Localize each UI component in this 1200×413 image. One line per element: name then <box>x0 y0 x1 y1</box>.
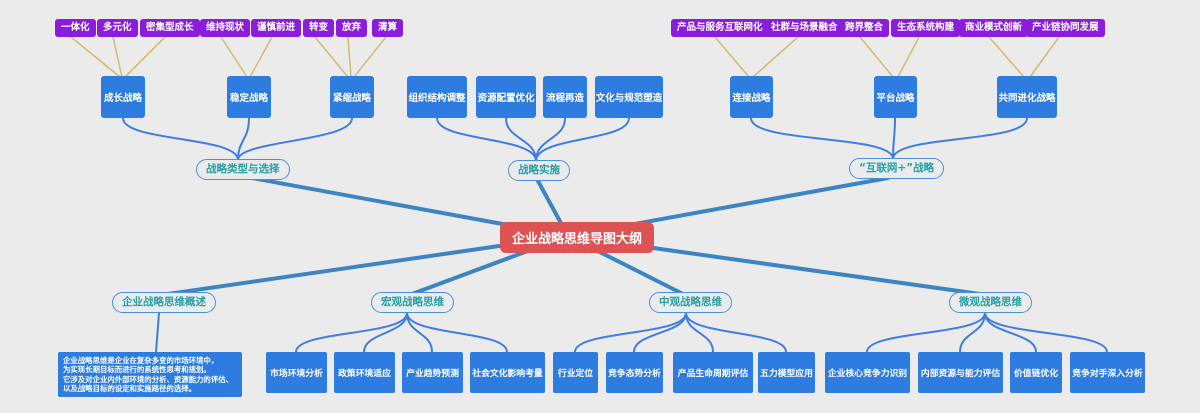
node-growth-strategy[interactable]: 成长战略 <box>101 76 145 118</box>
branch-overview[interactable]: 企业战略思维概述 <box>112 292 216 313</box>
node-stability-strategy[interactable]: 稳定战略 <box>227 76 271 118</box>
leaf-policy-env-adaptation[interactable]: 政策环境适应 <box>334 352 395 393</box>
sub-industry-chain-synergy[interactable]: 产业链协同发展 <box>1026 19 1105 37</box>
sub-abandonment[interactable]: 放弃 <box>336 19 368 37</box>
leaf-industry-trend-forecast[interactable]: 产业趋势预测 <box>402 352 463 393</box>
leaf-five-forces[interactable]: 五力模型应用 <box>758 352 815 393</box>
sub-crossover-integration[interactable]: 跨界整合 <box>839 19 890 37</box>
leaf-competition-analysis[interactable]: 竞争态势分析 <box>606 352 663 393</box>
leaf-product-lifecycle[interactable]: 产品生命周期评估 <box>673 352 753 393</box>
overview-line: 为实现长期目标而进行的系统性思考和规划。 <box>63 365 211 375</box>
leaf-competitor-analysis[interactable]: 竞争对手深入分析 <box>1070 352 1145 393</box>
node-coevolution-strategy[interactable]: 共同进化战略 <box>997 76 1057 118</box>
leaf-value-chain[interactable]: 价值链优化 <box>1010 352 1062 393</box>
leaf-market-env-analysis[interactable]: 市场环境分析 <box>266 352 327 393</box>
node-connection-strategy[interactable]: 连接战略 <box>730 76 773 118</box>
branch-strategy-implementation[interactable]: 战略实施 <box>508 160 570 181</box>
sub-diversification[interactable]: 多元化 <box>97 19 138 37</box>
branch-micro[interactable]: 微观战略思维 <box>949 292 1032 313</box>
sub-liquidation[interactable]: 清算 <box>372 19 404 37</box>
branch-connectors <box>122 117 1108 353</box>
branch-internet-plus[interactable]: “互联网+”战略 <box>849 158 945 179</box>
overview-line: 它涉及对企业内外部环境的分析、资源能力的评估、 <box>63 374 233 384</box>
node-retrenchment-strategy[interactable]: 紧缩战略 <box>330 76 374 118</box>
sub-ecosystem-building[interactable]: 生态系统构建 <box>891 19 961 37</box>
node-process-reengineering[interactable]: 流程再造 <box>543 76 587 118</box>
sub-cautious-advance[interactable]: 谨慎前进 <box>251 19 302 37</box>
node-resource-allocation[interactable]: 资源配置优化 <box>476 76 536 118</box>
leaf-internal-resources[interactable]: 内部资源与能力评估 <box>918 352 1003 393</box>
sub-intensive-growth[interactable]: 密集型成长 <box>140 19 200 37</box>
node-platform-strategy[interactable]: 平台战略 <box>874 76 917 118</box>
sub-transformation[interactable]: 转变 <box>303 19 335 37</box>
sub-business-model-innovation[interactable]: 商业模式创新 <box>959 19 1029 37</box>
sub-maintain-status[interactable]: 维持现状 <box>200 19 251 37</box>
node-culture-norms[interactable]: 文化与规范塑造 <box>595 76 663 118</box>
node-org-structure[interactable]: 组织结构调整 <box>407 76 467 118</box>
branch-meso[interactable]: 中观战略思维 <box>649 292 732 313</box>
branch-macro[interactable]: 宏观战略思维 <box>371 292 454 313</box>
sub-integration[interactable]: 一体化 <box>55 19 96 37</box>
overview-description[interactable]: 企业战略思维是企业在复杂多变的市场环境中， 为实现长期目标而进行的系统性思考和规… <box>58 352 242 398</box>
leaf-core-competence[interactable]: 企业核心竞争力识别 <box>825 352 910 393</box>
branch-strategy-types[interactable]: 战略类型与选择 <box>196 159 290 180</box>
center-topic[interactable]: 企业战略思维导图大纲 <box>500 222 655 253</box>
sub-product-internetization[interactable]: 产品与服务互联网化 <box>671 19 769 37</box>
sub-community-scene[interactable]: 社群与场景融合 <box>765 19 844 37</box>
sub-connectors <box>70 36 1060 78</box>
leaf-socio-cultural-impact[interactable]: 社会文化影响考量 <box>470 352 545 393</box>
leaf-industry-positioning[interactable]: 行业定位 <box>553 352 598 393</box>
overview-line: 以及战略目标的设定和实施路径的选择。 <box>63 383 197 393</box>
overview-line: 企业战略思维是企业在复杂多变的市场环境中， <box>63 356 219 365</box>
